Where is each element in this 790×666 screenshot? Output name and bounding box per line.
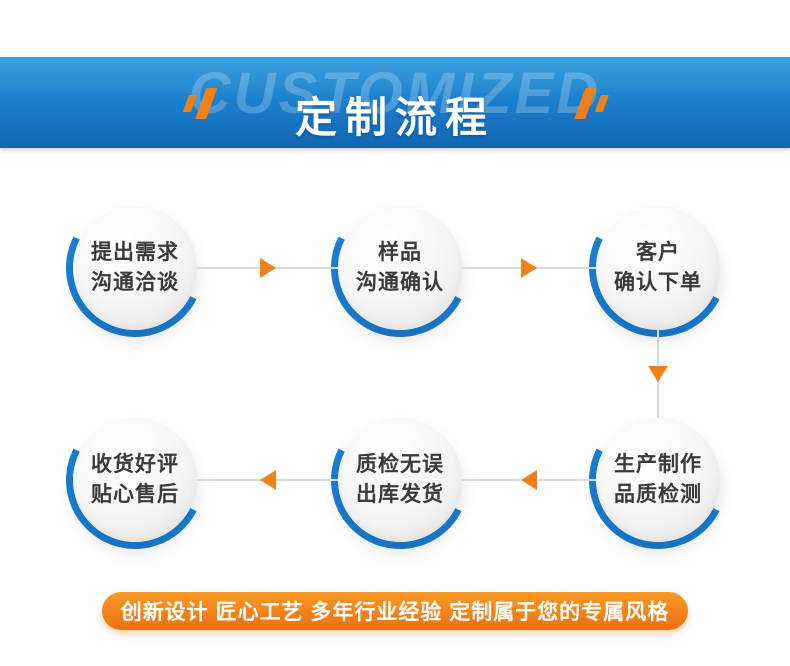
step-label: 样品 沟通确认 [356,238,444,298]
arrow-right-icon [521,258,537,278]
step-label: 提出需求 沟通洽谈 [91,238,179,298]
step-label: 质检无误 出库发货 [356,450,444,510]
step-line1: 样品 [378,241,422,264]
connector-line [197,258,338,278]
step-label: 客户 确认下单 [614,238,702,298]
step-circle: 提出需求 沟通洽谈 [73,206,197,330]
step-line2: 确认下单 [614,271,702,294]
step-line1: 生产制作 [614,453,702,476]
arrow-left-icon [521,470,537,490]
process-step-2: 样品 沟通确认 [313,181,487,355]
step-circle: 客户 确认下单 [596,206,720,330]
step-circle: 收货好评 贴心售后 [73,418,197,542]
step-line2: 沟通洽谈 [91,271,179,294]
step-line2: 沟通确认 [356,271,444,294]
arrow-right-icon [259,258,276,278]
process-step-1: 提出需求 沟通洽谈 [48,181,222,355]
step-circle: 质检无误 出库发货 [338,418,462,542]
connector-line [462,258,596,278]
arrow-left-icon [259,470,276,490]
step-line1: 提出需求 [91,241,179,264]
step-line1: 质检无误 [356,453,444,476]
process-step-6: 收货好评 贴心售后 [48,393,222,567]
step-line2: 出库发货 [356,483,444,506]
connector-line [462,470,596,490]
step-line2: 品质检测 [614,483,702,506]
step-line1: 收货好评 [91,453,179,476]
step-label: 生产制作 品质检测 [614,450,702,510]
banner-main-band [0,93,790,148]
step-line2: 贴心售后 [91,483,179,506]
footer-slogan-pill: 创新设计 匠心工艺 多年行业经验 定制属于您的专属风格 [102,592,688,630]
step-circle: 样品 沟通确认 [338,206,462,330]
connector-line [648,330,668,418]
step-circle: 生产制作 品质检测 [596,418,720,542]
step-label: 收货好评 贴心售后 [91,450,179,510]
footer-slogan-text: 创新设计 匠心工艺 多年行业经验 定制属于您的专属风格 [120,601,670,624]
process-step-5: 质检无误 出库发货 [313,393,487,567]
connector-line [197,470,338,490]
step-line1: 客户 [636,241,680,264]
section-title: 定制流程 [294,94,495,141]
process-step-3: 客户 确认下单 [571,181,745,355]
arrow-down-icon [648,366,668,382]
process-step-4: 生产制作 品质检测 [571,393,745,567]
banner-top-band [0,57,790,93]
